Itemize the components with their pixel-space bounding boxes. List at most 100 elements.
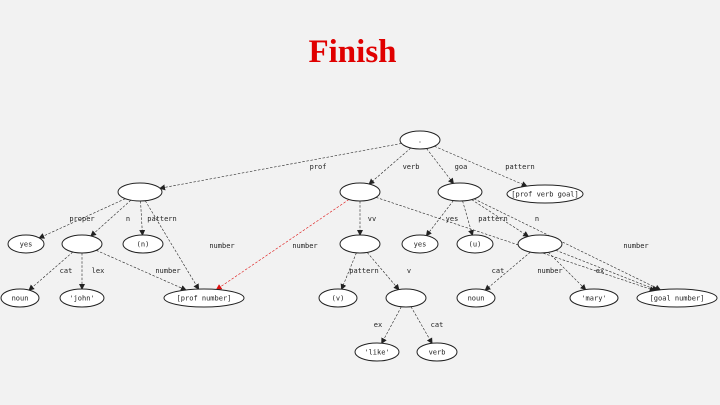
node-label: (v) [332,295,345,303]
edge-label: number [209,242,234,250]
edge-n2-to-profnum [215,199,350,291]
edge-n4-to-noun1: cat [28,251,74,291]
node-profnum: [prof number] [163,288,245,308]
node-label: (u) [469,241,482,249]
edge-line [471,199,530,237]
node-label: 'like' [364,349,389,357]
node-verb: verb [416,342,458,362]
node-noun1: noun [0,288,40,308]
edge-n1-to-profnum: number [145,200,235,290]
node-ellipse [636,288,718,308]
edge-n7-to-verb: cat [410,306,444,345]
node-label: yes [414,241,427,249]
node-label: yes [20,241,33,249]
node-mary: 'mary' [569,288,619,308]
edge-label: n [126,215,130,223]
edge-n1-to-pn: pattern [139,200,177,237]
node-label: 'john' [69,295,94,303]
edge-line [159,143,402,191]
edge-n6-to-goalnum: ex [555,249,659,292]
node-ellipse [385,288,427,308]
edge-line [462,200,474,237]
node-ellipse [7,234,45,254]
edge-label: pattern [505,163,535,171]
edge-label: goa [455,163,468,171]
edge-label: v [407,267,411,275]
edge-line [139,200,146,237]
edge-n1-to-yes1: proper [38,198,126,239]
edge-n5-to-vv: pattern [340,252,379,291]
node-ellipse [437,182,483,202]
edge-label: number [537,267,562,275]
slide-title: Finish [308,34,397,70]
edge-line [473,198,662,291]
edge-n3-to-yes2: yes [425,200,459,237]
node-ellipse [456,234,494,254]
edge-label: pattern [478,215,508,223]
node-n7 [385,288,427,308]
node-ellipse [61,234,103,254]
node-ellipse [117,182,163,202]
edge-line [434,145,528,187]
edge-root-to-vpg: pattern [434,145,535,187]
node-n3 [437,182,483,202]
edge-label: cat [431,321,444,329]
node-root: . [399,130,441,150]
node-yes2: yes [401,234,439,254]
edge-line [28,251,74,291]
node-john: 'john' [59,288,105,308]
edge-label: proper [69,215,94,223]
edge-n4-to-profnum: number [96,250,187,291]
edge-n6-to-noun2: cat [484,251,531,291]
edge-label: ex [374,321,382,329]
node-yes1: yes [7,234,45,254]
node-vv: (v) [318,288,358,308]
node-label: (n) [137,241,150,249]
node-un: (u) [456,234,494,254]
edge-root-to-n1: prof [159,143,402,191]
node-n2 [339,182,381,202]
node-n4 [61,234,103,254]
node-n5 [339,234,381,254]
node-like: 'like' [354,342,400,362]
edge-line [410,306,433,345]
edge-label: verb [403,163,420,171]
node-ellipse [569,288,619,308]
edge-n4-to-john: lex [79,253,105,290]
edge-line [484,251,531,291]
edge-n1-to-n4: n [90,199,132,237]
edge-n3-to-goalnum: number [473,198,662,291]
node-noun2: noun [456,288,496,308]
edge-label: yes [446,215,459,223]
node-ellipse [0,288,40,308]
node-ellipse [339,182,381,202]
node-ellipse [399,130,441,150]
node-ellipse [506,184,584,204]
edge-label: lex [92,267,105,275]
node-ellipse [59,288,105,308]
node-ellipse [339,234,381,254]
edge-line [368,147,411,185]
edge-line [425,200,454,237]
edge-n7-to-like: ex [374,306,402,345]
edge-n3-to-n6: n [471,199,539,237]
node-label: 'mary' [581,295,606,303]
edge-label: pattern [349,267,379,275]
edge-root-to-n3: goa [426,148,468,185]
node-ellipse [416,342,458,362]
node-n1 [117,182,163,202]
edge-line [38,198,126,239]
edge-n5-to-n7: v [366,252,411,291]
edge-line [340,252,357,291]
edge-line [145,200,200,290]
node-pn: (n) [122,234,164,254]
edge-line [381,306,402,345]
node-label: noun [12,295,29,303]
node-vpg: [prof verb goal] [506,184,584,204]
edge-n2-to-goalnum: number [292,197,656,292]
node-label: verb [429,349,446,357]
edge-line [426,148,455,185]
edge-label: number [155,267,180,275]
